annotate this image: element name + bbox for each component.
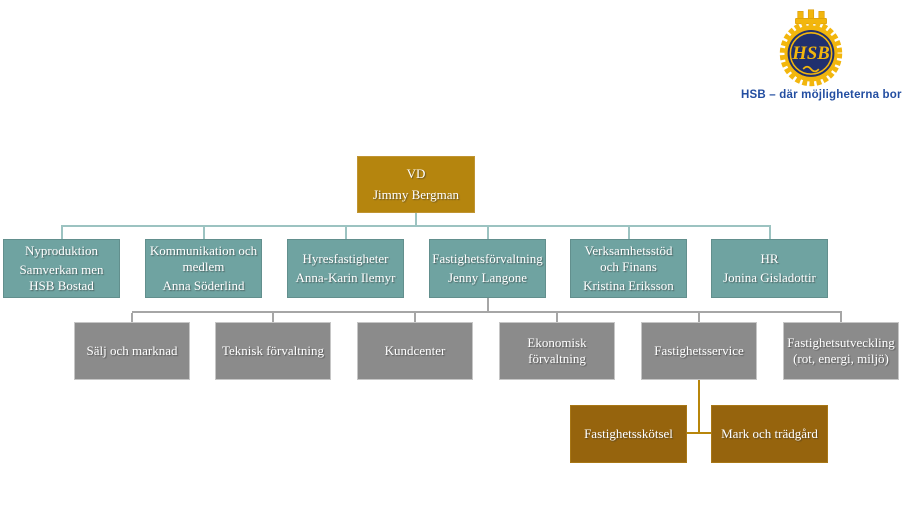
node-title: HR (760, 251, 779, 267)
org-node-vd: VD Jimmy Bergman (357, 156, 475, 213)
node-title: Fastighetsutveckling (rot, energi, miljö… (787, 335, 895, 366)
node-title: Fastighetsservice (654, 343, 744, 359)
node-title: Mark och trädgård (721, 426, 818, 442)
org-node-salj-och-marknad: Sälj och marknad (74, 322, 190, 380)
node-title: Hyresfastigheter (302, 251, 389, 267)
hsb-monogram: HSB (791, 43, 829, 64)
org-node-nyproduktion: Nyproduktion Samverkan men HSB Bostad (3, 239, 120, 298)
connector-level3-drop (556, 313, 558, 322)
org-node-fastighetsforvaltning: Fastighetsförvaltning Jenny Langone (429, 239, 546, 298)
org-node-ekonomisk-forvaltning: Ekonomisk förvaltning (499, 322, 615, 380)
node-name: Jenny Langone (447, 270, 528, 285)
connector-level4-bus (687, 432, 712, 434)
node-title: Verksamhetsstöd och Finans (584, 243, 673, 275)
org-node-fastighetsutveckling: Fastighetsutveckling (rot, energi, miljö… (783, 322, 899, 380)
connector-level2-drop (487, 227, 489, 239)
node-title: Teknisk förvaltning (222, 343, 324, 359)
node-title: Fastighetsförvaltning (432, 251, 543, 267)
connector-level2-drop (345, 227, 347, 239)
connector-level3-drop (272, 313, 274, 322)
node-name: Anna Söderlind (162, 277, 245, 293)
node-name: Jimmy Bergman (372, 187, 460, 202)
connector-level2-drop (769, 227, 771, 239)
connector-level2-bus (61, 225, 771, 227)
node-name: Anna-Karin Ilemyr (295, 270, 396, 285)
node-title: VD (406, 166, 426, 182)
org-node-teknisk-forvaltning: Teknisk förvaltning (215, 322, 331, 380)
connector-level3-drop (131, 313, 133, 322)
org-node-hyresfastigheter: Hyresfastigheter Anna-Karin Ilemyr (287, 239, 404, 298)
connector-level4-stem (698, 380, 700, 434)
node-name: Samverkan men HSB Bostad (19, 262, 104, 293)
connector-level2-drop (61, 227, 63, 239)
org-node-kommunikation-och-medlem: Kommunikation och medlem Anna Söderlind (145, 239, 262, 298)
connector-level3-bus (132, 311, 842, 313)
org-node-mark-och-tradgard: Mark och trädgård (711, 405, 828, 463)
connector-level3-drop (414, 313, 416, 322)
node-title: Fastighetsskötsel (584, 426, 673, 442)
node-name: Jonina Gisladottir (723, 270, 816, 285)
node-title: Ekonomisk förvaltning (527, 335, 587, 366)
connector-root-stem (415, 213, 417, 226)
hsb-tagline: HSB – där möjligheterna bor (741, 89, 902, 101)
org-node-verksamhetsstod-och-finans: Verksamhetsstöd och Finans Kristina Erik… (570, 239, 687, 298)
connector-level3-drop (840, 313, 842, 322)
org-node-hr: HR Jonina Gisladottir (711, 239, 828, 298)
node-name: Kristina Eriksson (583, 277, 674, 293)
node-title: Kommunikation och medlem (149, 243, 258, 275)
node-title: Sälj och marknad (86, 343, 178, 359)
node-title: Kundcenter (384, 343, 446, 359)
org-node-kundcenter: Kundcenter (357, 322, 473, 380)
connector-level3-drop (698, 313, 700, 322)
hsb-logo: HSB HSB – där möjligheterna bor (741, 9, 902, 101)
hsb-crest-icon: HSB (779, 9, 843, 87)
org-node-fastighetsskotsel: Fastighetsskötsel (570, 405, 687, 463)
connector-level2-drop (628, 227, 630, 239)
connector-level2-drop (203, 227, 205, 239)
org-node-fastighetsservice: Fastighetsservice (641, 322, 757, 380)
connector-level3-stem (487, 298, 489, 311)
node-title: Nyproduktion (25, 243, 98, 259)
